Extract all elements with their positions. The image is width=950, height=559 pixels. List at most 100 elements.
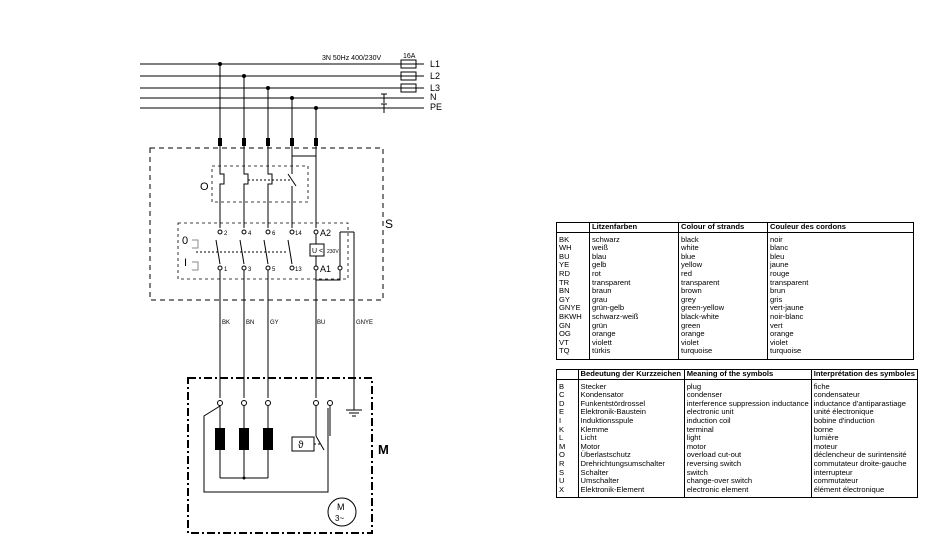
symbol-cell-fr: commutateur droite-gauche — [810, 459, 919, 469]
motor-label: M — [378, 442, 389, 457]
motor-symbol-m: M — [337, 502, 345, 512]
symbol-cell-de: Elektronik-Element — [577, 485, 685, 498]
symbol-cell-fr: bobine d'induction — [810, 416, 919, 426]
wire-label-bk: BK — [222, 320, 230, 326]
supply-lines — [140, 59, 424, 113]
terminal-13: 13 — [295, 267, 302, 273]
symbol-cell-de: Überlastschutz — [577, 451, 685, 460]
colour-cell-fr: vert-jaune — [767, 304, 914, 313]
colour-cell-fr: transparent — [767, 278, 914, 288]
symbol-cell-de: Elektronik-Baustein — [577, 408, 685, 417]
colour-cell-fr: violet — [767, 338, 914, 348]
terminal-a2: A2 — [320, 228, 331, 238]
symbol-cell-fr: déclencheur de surintensité — [810, 451, 919, 460]
symbol-table-header: Bedeutung der Kurzzeichen Meaning of the… — [556, 369, 919, 380]
colour-header-en: Colour of strands — [678, 222, 768, 233]
terminal-3: 3 — [248, 267, 252, 273]
colour-cell-fr: orange — [767, 330, 914, 339]
symbol-cell-de: Motor — [577, 442, 685, 452]
line-label-n: N — [430, 92, 437, 102]
wire-label-gy: GY — [270, 320, 279, 326]
colour-header-fr: Couleur des cordons — [767, 222, 914, 233]
winding-coils — [215, 428, 273, 480]
symbol-cell-fr: commutateur — [810, 477, 919, 486]
coil-label: U < — [312, 248, 323, 255]
colour-header-code — [556, 222, 590, 233]
symbol-cell-de: Klemme — [577, 425, 685, 435]
switch-enclosure — [149, 147, 384, 301]
line-label-pe: PE — [430, 102, 442, 112]
symbol-cell-code: X — [556, 485, 579, 498]
colour-cell-fr: bleu — [767, 252, 914, 262]
symbol-cell-fr: borne — [810, 425, 919, 435]
colour-header-de: Litzenfarben — [589, 222, 679, 233]
wire-label-bu: BU — [317, 320, 325, 326]
line-label-l1: L1 — [430, 59, 440, 69]
symbol-header-fr: Interprétation des symboles — [810, 369, 919, 380]
plug-pins — [218, 138, 318, 146]
colour-cell-de: türkis — [589, 346, 679, 360]
symbol-cell-fr: fiche — [810, 379, 919, 392]
terminal-5: 5 — [272, 267, 276, 273]
colour-cell-fr: blanc — [767, 244, 914, 253]
main-switch-box — [177, 222, 349, 280]
symbol-header-en: Meaning of the symbols — [683, 369, 812, 380]
symbol-cell-de: Licht — [577, 434, 685, 443]
position-1: I — [184, 257, 187, 269]
symbol-cell-de: Umschalter — [577, 477, 685, 486]
colour-table: Litzenfarben Colour of strands Couleur d… — [556, 222, 914, 360]
symbol-cell-en: terminal — [683, 425, 812, 435]
symbol-cell-fr: lumière — [810, 434, 919, 443]
terminal-1: 1 — [224, 267, 228, 273]
symbol-cell-de: Induktionsspule — [577, 416, 685, 426]
symbol-cell-de: Kondensator — [577, 391, 685, 400]
colour-cell-fr: vert — [767, 321, 914, 331]
symbol-cell-de: Drehrichtungsumschalter — [577, 459, 685, 469]
motor-windings — [203, 400, 362, 527]
line-label-l3: L3 — [430, 83, 440, 93]
colour-cell-en: turquoise — [678, 346, 768, 360]
symbol-cell-en: electronic element — [683, 485, 812, 498]
switch-contacts — [196, 229, 343, 281]
symbol-cell-fr: moteur — [810, 442, 919, 452]
colour-cell-code: TQ — [556, 346, 590, 360]
switch-label: S — [385, 217, 393, 231]
symbol-cell-fr: condensateur — [810, 391, 919, 400]
colour-cell-fr: brun — [767, 287, 914, 296]
colour-cell-fr: jaune — [767, 261, 914, 270]
symbol-header-de: Bedeutung der Kurzzeichen — [577, 369, 685, 380]
position-0: 0 — [182, 235, 188, 247]
terminal-4: 4 — [248, 231, 252, 237]
symbol-header-code — [556, 369, 579, 380]
coil-voltage: 230V — [327, 249, 339, 255]
colour-cell-fr: turquoise — [767, 346, 914, 360]
line-label-l2: L2 — [430, 71, 440, 81]
colour-cell-fr: rouge — [767, 269, 914, 279]
thermal-symbol: ϑ — [298, 440, 304, 451]
symbol-cell-de: Stecker — [577, 379, 685, 392]
